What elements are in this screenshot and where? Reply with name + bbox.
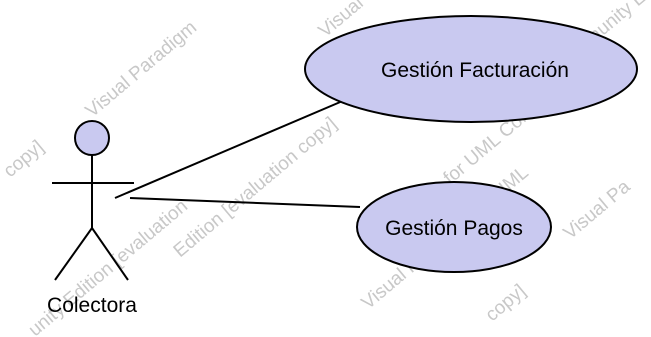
watermark-text: Visual Paradigm [82, 17, 201, 122]
actor-left-leg [54, 227, 93, 281]
association-line-pagos [129, 197, 361, 208]
association-line-facturacion [114, 96, 353, 199]
watermark-text: Edition [evaluation copy] [170, 113, 341, 261]
use-case-label: Gestión Pagos [385, 217, 523, 240]
watermark-text: copy] [0, 137, 48, 182]
actor-label: Colectora [47, 294, 137, 317]
use-case-label: Gestión Facturación [381, 59, 569, 82]
use-case-gestion-pagos[interactable]: Gestión Pagos [356, 181, 552, 273]
watermark-text: copy] [482, 281, 530, 326]
actor-right-leg [91, 227, 129, 281]
use-case-gestion-facturacion[interactable]: Gestión Facturación [304, 15, 638, 123]
actor-head [74, 120, 110, 156]
use-case-ellipse [304, 15, 638, 123]
actor-colectora[interactable]: Colectora [47, 120, 137, 317]
use-case-ellipse [356, 181, 552, 273]
watermark-text: Visual Pa [560, 176, 635, 244]
